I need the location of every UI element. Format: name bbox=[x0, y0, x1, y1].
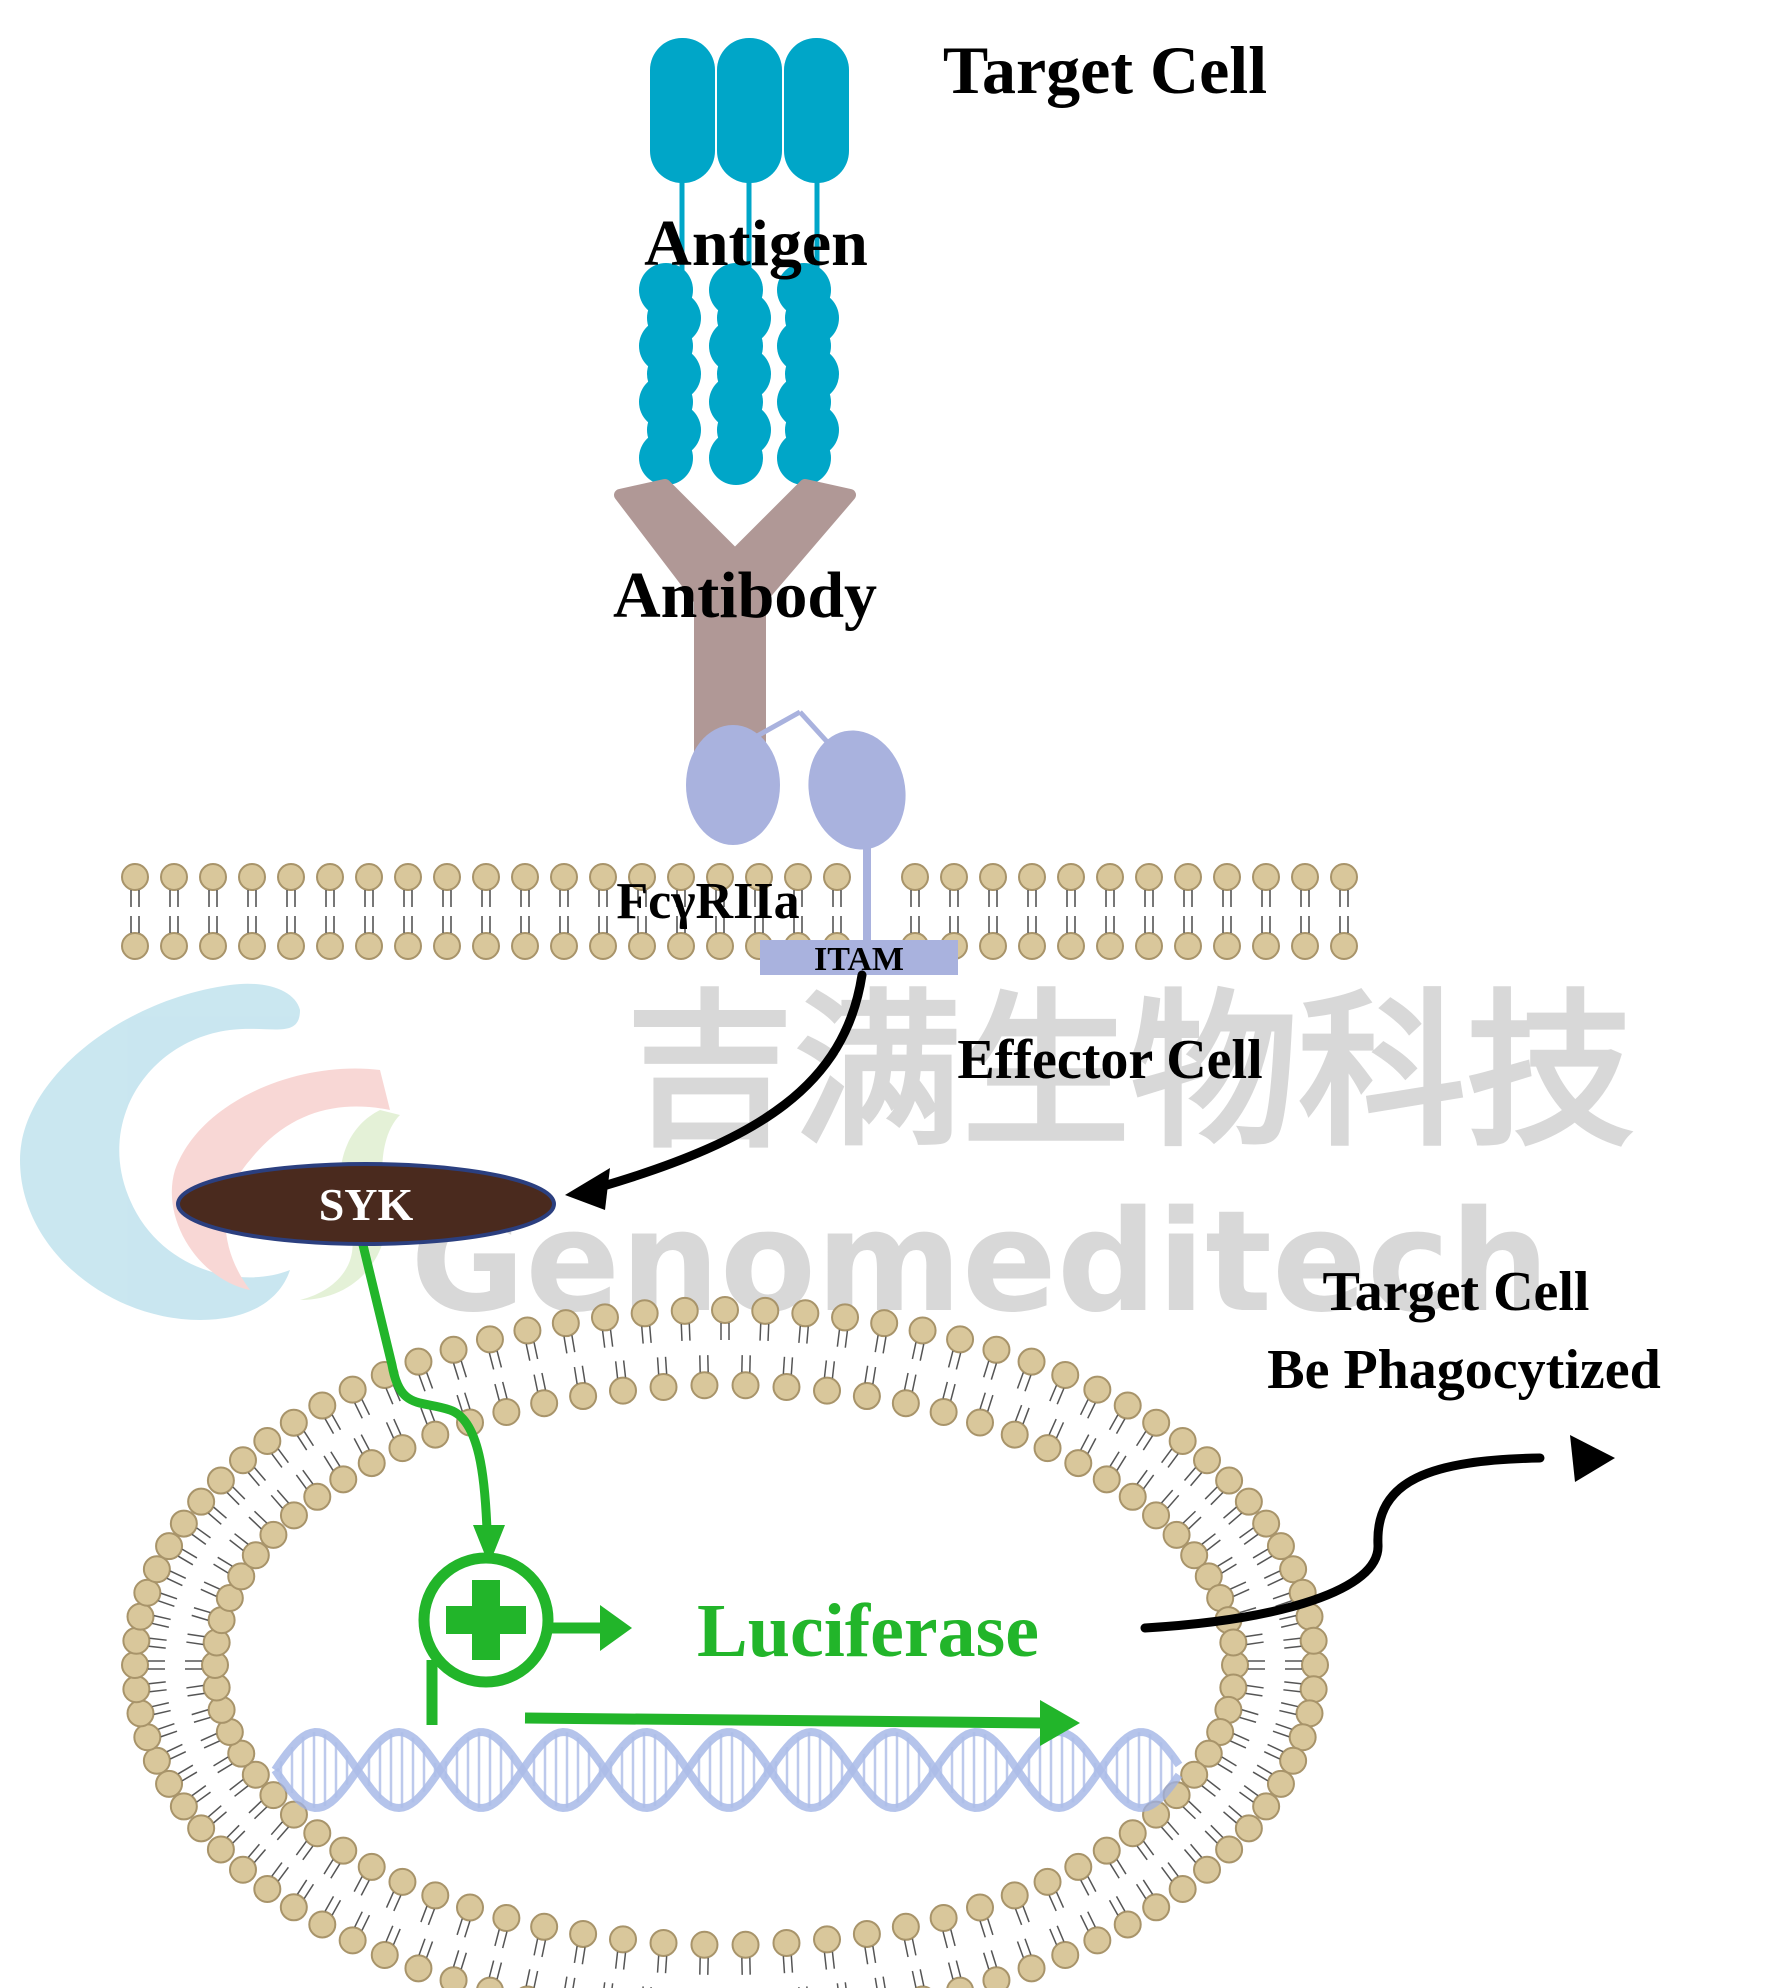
antibody-label: Antibody bbox=[613, 559, 877, 632]
syk-label: SYK bbox=[319, 1179, 414, 1230]
outcome-label-line2: Be Phagocytized bbox=[1267, 1339, 1660, 1401]
plasma-membrane-bilayer bbox=[121, 863, 1358, 960]
fc-receptor-icon bbox=[686, 709, 906, 945]
antigen-label: Antigen bbox=[644, 207, 868, 280]
transcription-arrow bbox=[524, 1700, 1080, 1746]
nucleus-bilayer bbox=[121, 1296, 1329, 1988]
itam-bar bbox=[760, 940, 958, 975]
watermark-chinese-text: 吉满生物科技 bbox=[626, 974, 1634, 1170]
watermark-logo bbox=[20, 983, 400, 1320]
luciferase-label: Luciferase bbox=[697, 1589, 1039, 1673]
itam-to-syk-arrow bbox=[565, 970, 867, 1210]
antibody-y-shape-icon bbox=[614, 479, 856, 761]
syk-kinase: SYK bbox=[176, 1162, 556, 1246]
effector-cell-label: Effector Cell bbox=[957, 1029, 1262, 1091]
target-cell-label: Target Cell bbox=[943, 32, 1267, 108]
syk-activation-arrow bbox=[358, 1240, 505, 1565]
outcome-label-line1: Target Cell bbox=[1323, 1261, 1590, 1323]
dna-helix-icon bbox=[271, 1727, 1183, 1813]
promoter-plus-icon bbox=[418, 1552, 632, 1725]
antigen-chains-icon bbox=[639, 38, 849, 485]
receptor-label: FcγRIIa bbox=[616, 873, 799, 930]
phagocytosis-outcome-arrow bbox=[1140, 1435, 1615, 1633]
itam-label: ITAM bbox=[814, 941, 904, 978]
